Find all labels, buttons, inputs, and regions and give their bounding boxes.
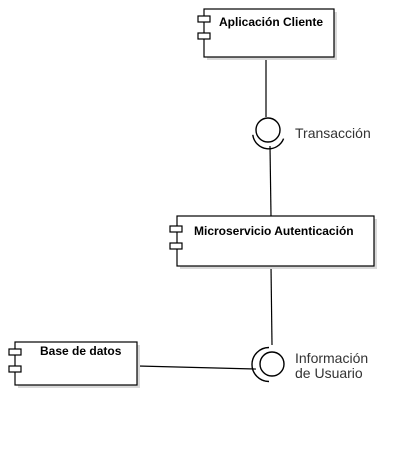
connector-auth-info-usuario <box>270 265 273 346</box>
socket-icon <box>251 346 270 383</box>
component-icon <box>8 348 22 373</box>
connector-db-info-usuario <box>137 365 257 370</box>
ball-icon <box>259 351 285 377</box>
component-base-de-datos[interactable]: Base de datos <box>8 341 140 388</box>
component-icon <box>197 15 211 40</box>
connector-transaccion-auth <box>269 145 272 217</box>
socket-icon <box>252 134 285 150</box>
component-microservicio-autenticacion[interactable]: Microservicio Autenticación <box>169 215 377 269</box>
interface-transaccion: Transacción <box>252 117 371 150</box>
interface-label-line-1: Información <box>295 350 368 366</box>
component-aplicacion-cliente[interactable]: Aplicación Cliente <box>197 8 337 60</box>
ball-icon <box>255 117 281 143</box>
interface-informacion-de-usuario: Información de Usuario <box>251 346 368 383</box>
component-name: Microservicio Autenticación <box>194 224 354 238</box>
component-icon <box>169 225 183 250</box>
component-name: Aplicación Cliente <box>219 15 323 29</box>
interface-label: Transacción <box>295 125 371 141</box>
interface-label-line-2: de Usuario <box>295 365 363 381</box>
component-name: Base de datos <box>40 344 122 358</box>
